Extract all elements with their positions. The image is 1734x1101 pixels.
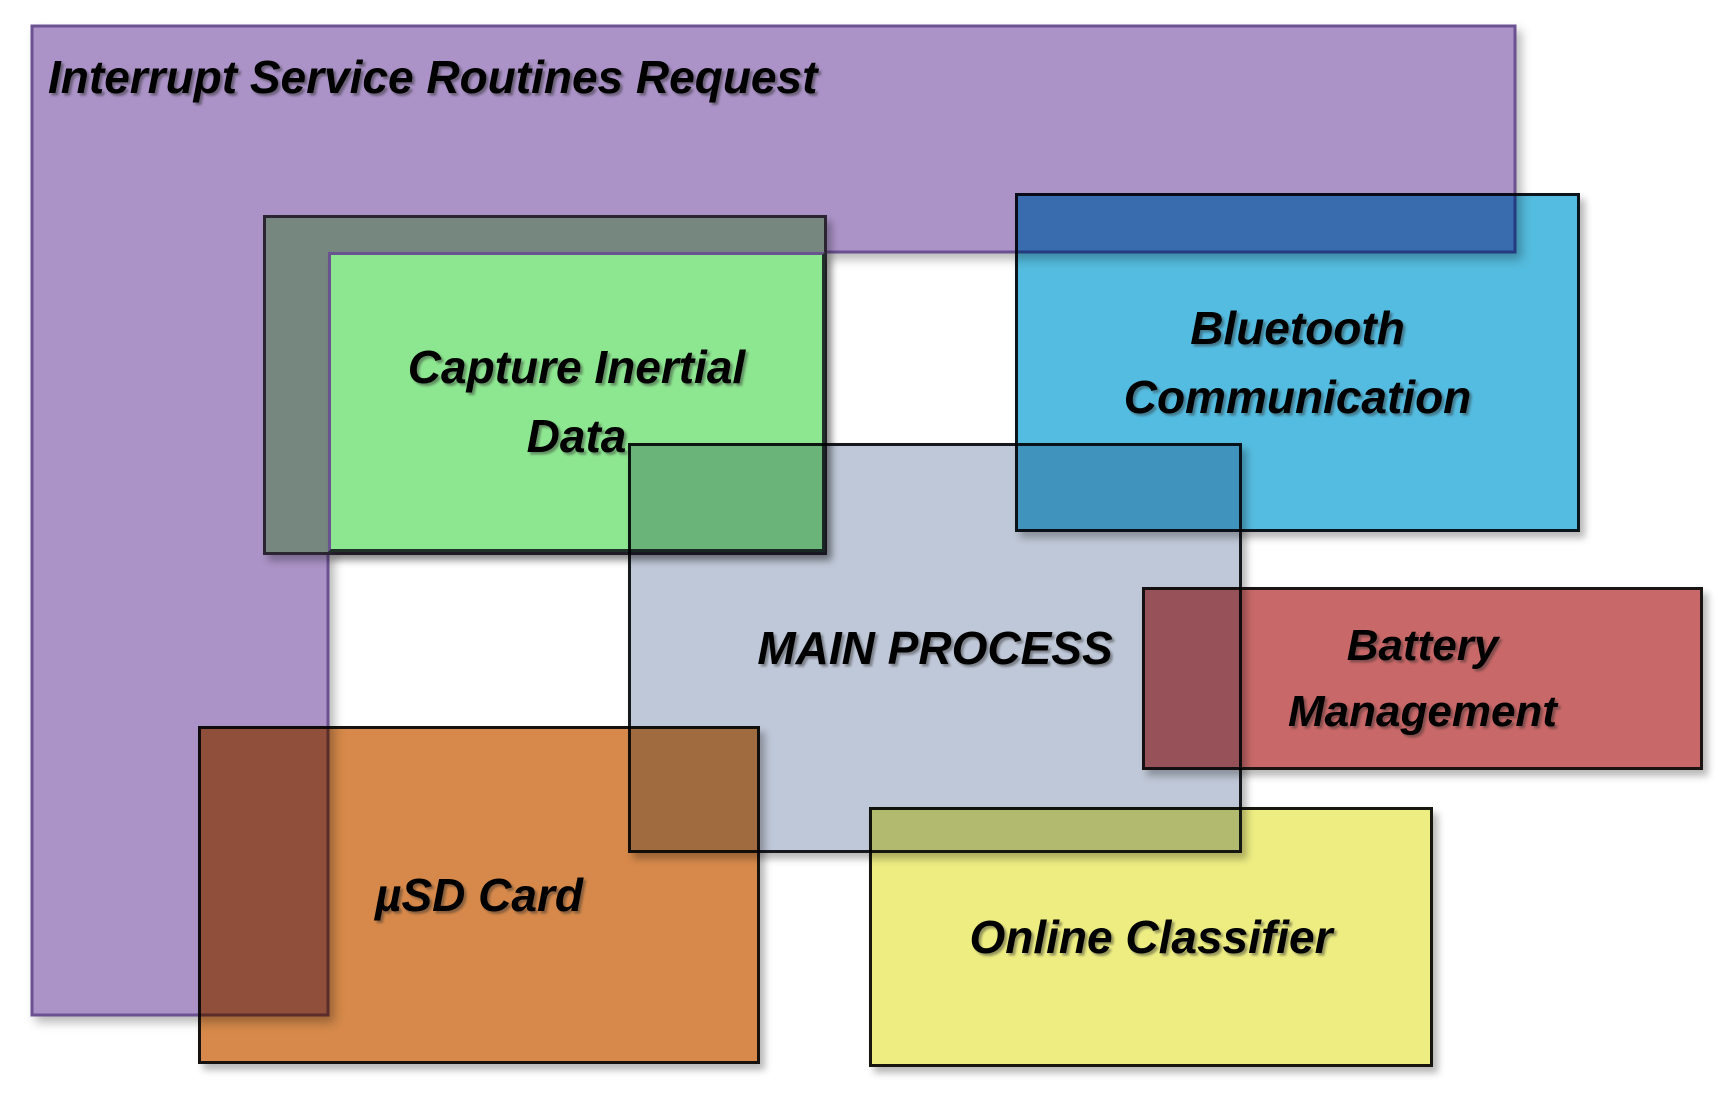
main-process-label: MAIN PROCESS	[757, 621, 1113, 674]
usd-card-label: µSD Card	[375, 868, 583, 921]
bluetooth-communication-label: Bluetooth Communication	[1123, 301, 1472, 423]
usd-card-box: µSD Card	[198, 726, 760, 1064]
online-classifier-box: Online Classifier	[869, 807, 1433, 1067]
bluetooth-communication-box: Bluetooth Communication	[1015, 193, 1580, 532]
isr-region-label: Interrupt Service Routines Request	[48, 51, 818, 103]
battery-management-box: Battery Management	[1142, 587, 1703, 770]
online-classifier-label: Online Classifier	[969, 910, 1333, 963]
battery-management-label: Battery Management	[1288, 620, 1557, 736]
capture-inertial-data-label: Capture Inertial Data	[407, 341, 746, 462]
capture-inertial-data-box: Capture Inertial Data	[328, 252, 825, 552]
